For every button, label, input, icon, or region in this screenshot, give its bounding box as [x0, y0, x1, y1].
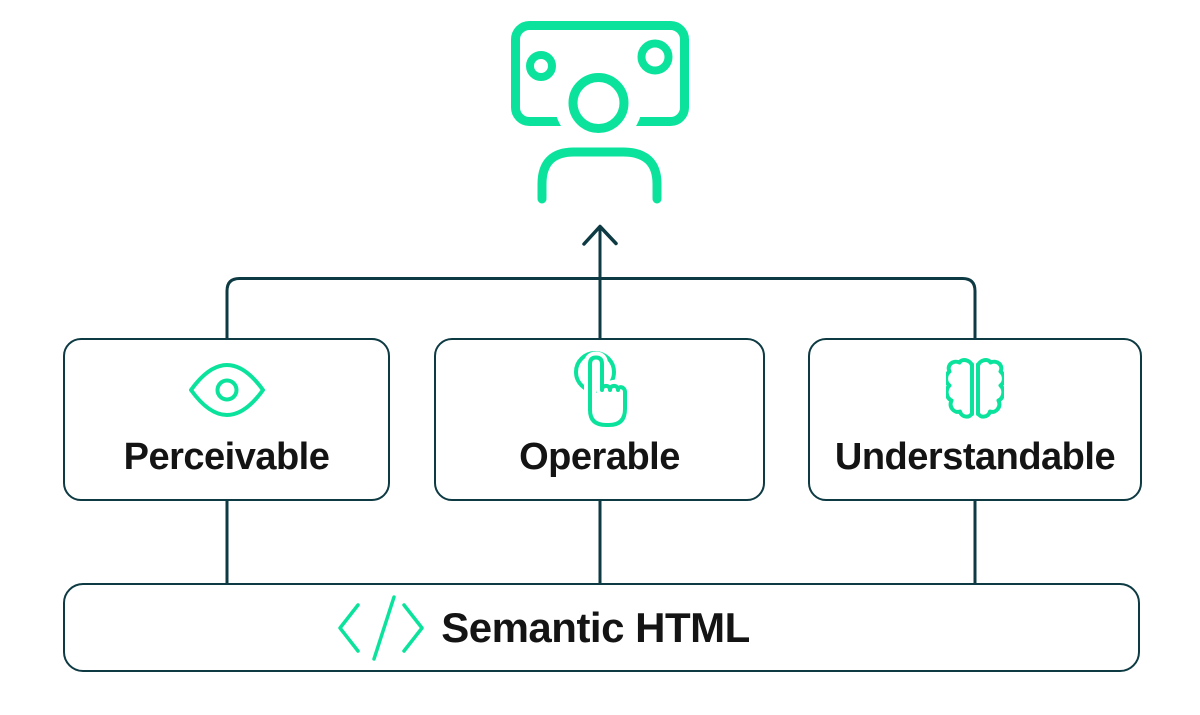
node-label: Understandable [834, 436, 1116, 478]
node-understandable: Understandable [808, 338, 1142, 501]
node-label: Operable [519, 436, 680, 478]
code-icon [333, 594, 429, 661]
foundation-label: Semantic HTML [441, 603, 750, 651]
node-label: Perceivable [123, 436, 330, 478]
eye-icon [188, 350, 266, 430]
arrow-up-icon [582, 224, 618, 246]
tap-icon [571, 350, 629, 430]
brain-icon [946, 350, 1004, 430]
foundation-semantic-html: Semantic HTML [63, 583, 1140, 672]
node-perceivable: Perceivable [63, 338, 390, 501]
node-operable: Operable [434, 338, 765, 501]
user-at-screen-icon [511, 21, 689, 204]
